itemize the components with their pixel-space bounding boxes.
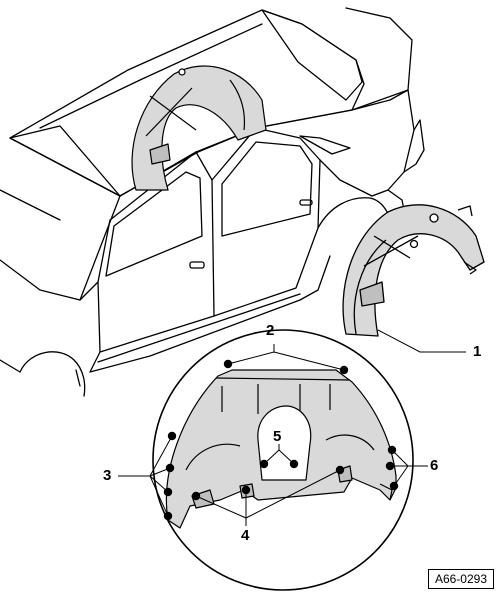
leader-line-1 — [377, 329, 466, 353]
callout-1: 1 — [473, 343, 482, 360]
callout-5: 5 — [273, 428, 282, 445]
callout-2: 2 — [266, 322, 275, 339]
figure-reference-code: A66-0293 — [427, 569, 494, 589]
callout-leader-lines — [118, 344, 428, 526]
callout-6: 6 — [430, 457, 439, 474]
detail-liner-part — [165, 369, 397, 529]
callout-3: 3 — [103, 467, 112, 484]
installed-liner-in-body — [131, 65, 267, 191]
callout-4: 4 — [241, 527, 250, 544]
wheel-housing-liner-part — [342, 204, 485, 337]
